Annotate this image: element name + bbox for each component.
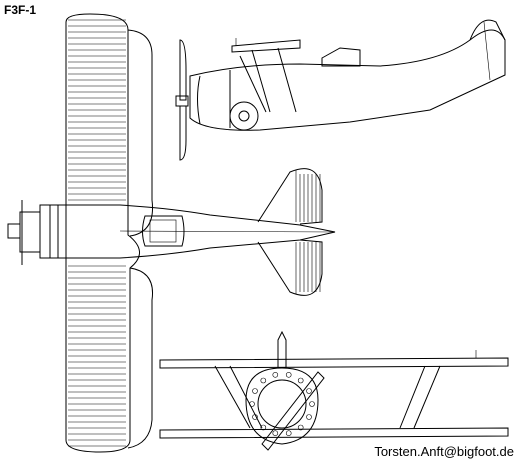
side-view (175, 19, 506, 161)
wing-ribs (68, 19, 126, 447)
engine-cylinder (309, 401, 315, 407)
engine-cylinder (306, 388, 312, 394)
lower-wing-outline (127, 29, 154, 449)
cowl-front (197, 75, 201, 125)
prop-hub-side (175, 95, 189, 107)
fin-front (277, 330, 287, 369)
lower-wing-front (159, 427, 509, 439)
engine-cylinder (285, 430, 292, 437)
engine-cylinder (252, 388, 258, 394)
propeller-side (179, 39, 187, 101)
upper-wing-outline (65, 13, 140, 453)
interplane-struts (239, 47, 297, 113)
engine-cylinder (252, 414, 258, 420)
wheel-side (229, 101, 259, 131)
fin-side (469, 19, 506, 41)
engine-cylinder (260, 377, 267, 384)
engine-cylinder (272, 430, 279, 437)
canopy-side (321, 47, 361, 67)
author-credit: Torsten.Anft@bigfoot.de (374, 444, 514, 459)
wheel-hub-side (238, 110, 250, 122)
propeller-front (261, 371, 325, 451)
cylinder-ring (249, 371, 315, 437)
rudder-hinge (483, 21, 491, 81)
tail-ribs (299, 174, 321, 292)
stabilizer-upper (257, 168, 323, 225)
engine-cylinder (249, 401, 255, 407)
engine-cylinder (297, 424, 304, 431)
engine-cylinder (260, 424, 267, 431)
cowl-plan (39, 204, 59, 259)
propeller-blade-lower (179, 105, 187, 161)
engine-plan (19, 211, 41, 253)
cockpit-plan (142, 215, 185, 247)
engine-cylinder (285, 371, 292, 378)
engine-cylinder (272, 371, 279, 378)
spinner-plan (7, 223, 21, 239)
front-view (159, 330, 509, 451)
drawing-title: F3F-1 (4, 3, 37, 17)
top-view (7, 13, 336, 453)
stabilizer-lower (257, 239, 323, 296)
windscreen-plan (149, 219, 177, 243)
fuselage-centerline (119, 230, 336, 233)
upper-wing-side (231, 39, 301, 53)
fuselage-plan (49, 204, 336, 259)
engine-cylinder (297, 377, 304, 384)
engine-cylinder (306, 414, 312, 420)
upper-wing-front (159, 357, 509, 369)
fuselage-front (245, 367, 319, 445)
engine-front (257, 379, 307, 429)
